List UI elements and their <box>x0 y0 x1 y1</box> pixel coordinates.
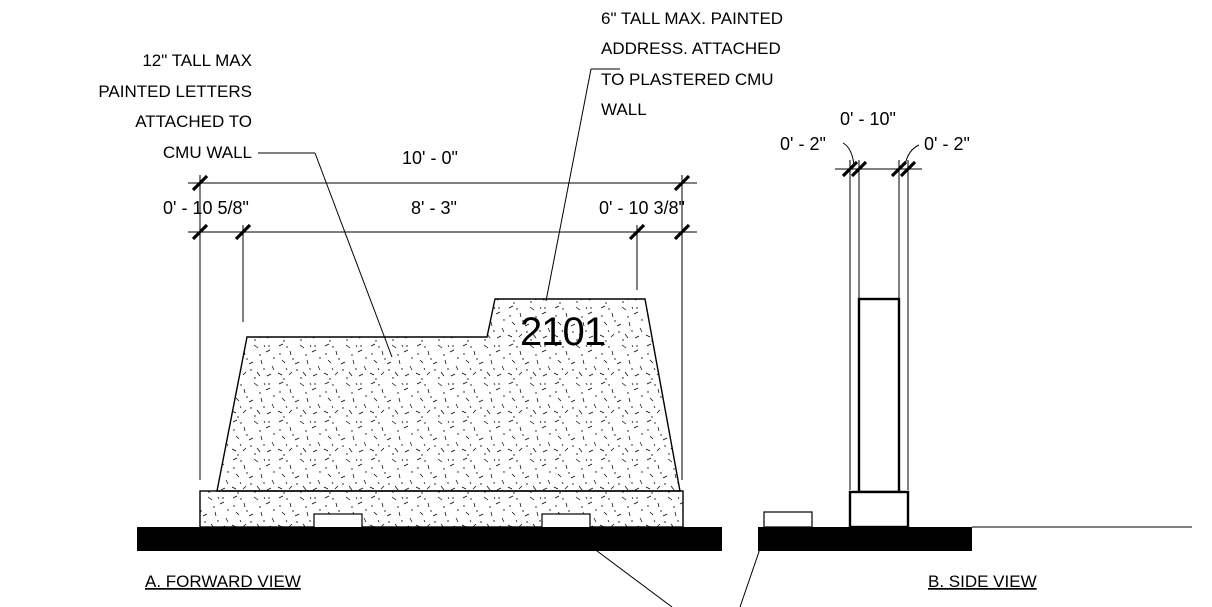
side-block <box>763 511 813 528</box>
dim-tick <box>234 223 252 241</box>
forward-view: 2101 10' - 0" 0' - 10 5/8" 8' - 3" 0' - … <box>98 9 783 591</box>
leader-bottom-right <box>739 542 763 607</box>
svg-text:6" TALL MAX. PAINTED: 6" TALL MAX. PAINTED <box>601 9 783 28</box>
sign-base <box>199 490 684 528</box>
dim-overall-width: 10' - 0" <box>402 148 458 168</box>
dim-tick <box>899 160 917 178</box>
dim-tick <box>673 223 691 241</box>
ground-slab-side <box>758 527 972 551</box>
dim-middle-width: 8' - 3" <box>411 198 457 218</box>
svg-text:PAINTED LETTERS: PAINTED LETTERS <box>98 82 252 101</box>
dim-tick <box>191 223 209 241</box>
dim-tick <box>841 160 859 178</box>
dim-tick <box>850 160 868 178</box>
dim-side-left: 0' - 2" <box>780 134 826 154</box>
dim-tick <box>890 160 908 178</box>
dim-tick <box>628 223 646 241</box>
leader-address <box>545 68 592 302</box>
leader-bottom-left <box>572 532 673 607</box>
note-painted-address: 6" TALL MAX. PAINTED ADDRESS. ATTACHED T… <box>601 9 783 119</box>
svg-text:12" TALL MAX: 12" TALL MAX <box>142 51 252 70</box>
side-wall-upper <box>857 297 901 494</box>
svg-text:ADDRESS. ATTACHED: ADDRESS. ATTACHED <box>601 39 781 58</box>
dim-tick <box>191 174 209 192</box>
side-wall-base <box>848 490 910 529</box>
title-side-view: B. SIDE VIEW <box>928 572 1037 591</box>
dim-right-offset: 0' - 10 3/8" <box>599 198 685 218</box>
dim-side-right: 0' - 2" <box>924 134 970 154</box>
title-forward-view: A. FORWARD VIEW <box>145 572 301 591</box>
side-view: 0' - 10" 0' - 2" 0' - 2" B. SIDE VIEW <box>758 109 1192 591</box>
note-painted-letters: 12" TALL MAX PAINTED LETTERS ATTACHED TO… <box>98 51 252 162</box>
svg-text:ATTACHED TO: ATTACHED TO <box>135 112 252 131</box>
sign-body <box>216 298 681 492</box>
address-number: 2101 <box>520 310 605 354</box>
dim-left-offset: 0' - 10 5/8" <box>163 198 249 218</box>
base-block-right <box>541 513 591 529</box>
dim-tick <box>673 174 691 192</box>
svg-text:CMU WALL: CMU WALL <box>163 143 252 162</box>
leader-letters <box>314 152 393 358</box>
dim-side-total: 0' - 10" <box>840 109 896 129</box>
ground-slab-forward <box>137 527 722 551</box>
base-block-left <box>313 513 363 529</box>
svg-text:WALL: WALL <box>601 100 647 119</box>
svg-text:TO PLASTERED CMU: TO PLASTERED CMU <box>601 70 774 89</box>
